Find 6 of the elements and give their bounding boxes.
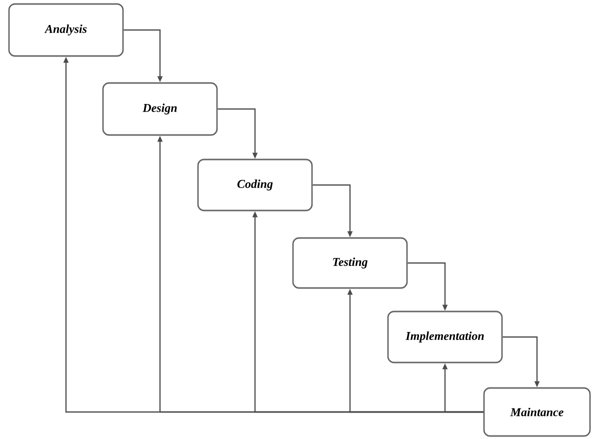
process-box: Testing	[292, 237, 408, 289]
process-box: Coding	[197, 158, 313, 212]
process-box: Maintance	[483, 387, 591, 437]
process-box: Analysis	[8, 3, 124, 57]
process-box: Design	[102, 82, 218, 136]
process-box: Implementation	[387, 310, 503, 364]
